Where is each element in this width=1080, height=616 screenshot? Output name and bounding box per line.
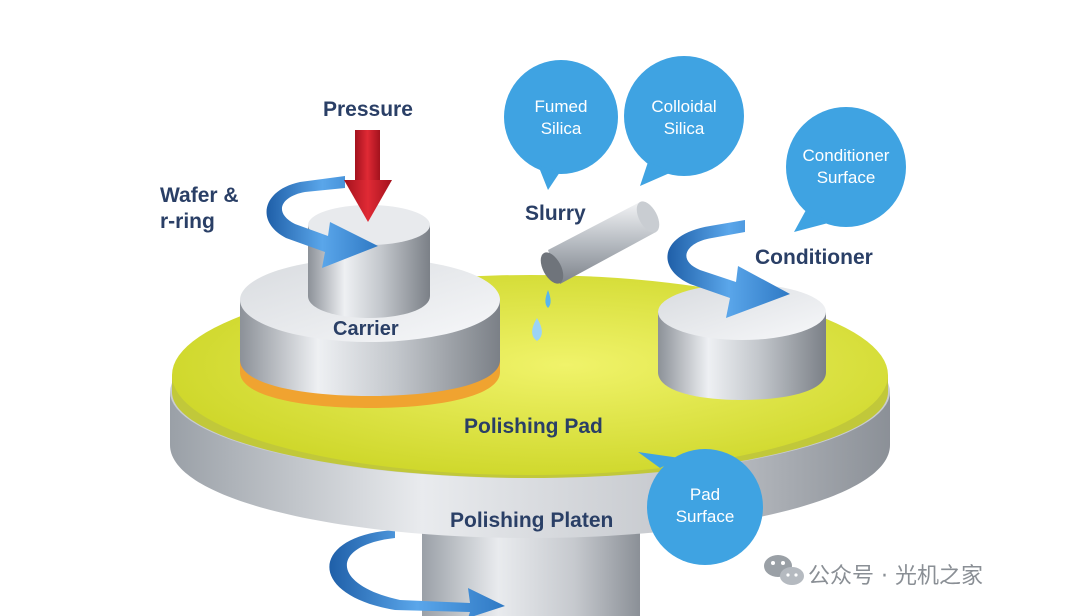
fumed-silica-text: Fumed Silica [511, 96, 611, 140]
slurry-drops-icon [532, 290, 551, 341]
bubble-conditioner-surface [786, 107, 906, 232]
fumed-silica-line2: Silica [540, 119, 582, 138]
carrier-label: Carrier [333, 318, 399, 340]
colloidal-silica-line2: Silica [663, 119, 705, 138]
pressure-label: Pressure [323, 98, 413, 121]
wafer-ring-label-line1: Wafer & [160, 184, 239, 207]
slurry-label: Slurry [525, 202, 586, 225]
pad-surface-line2: Surface [675, 507, 735, 526]
conditioner-surface-text: Conditioner Surface [791, 145, 901, 189]
colloidal-silica-line1: Colloidal [651, 97, 717, 116]
slurry-pipe [540, 201, 660, 284]
pressure-arrow-icon [344, 130, 392, 222]
colloidal-silica-text: Colloidal Silica [634, 96, 734, 140]
polishing-pad-label: Polishing Pad [464, 415, 603, 438]
bubble-colloidal-silica [624, 56, 744, 186]
polishing-platen-label: Polishing Platen [450, 509, 614, 532]
wechat-icon [764, 555, 804, 585]
conditioner-rotation-arrow-icon [667, 220, 790, 318]
conditioner-label: Conditioner [755, 246, 873, 269]
wafer-ring-label-line2: r-ring [160, 210, 215, 233]
watermark-text: 公众号 · 光机之家 [808, 564, 983, 589]
bubble-pad-surface [638, 449, 763, 565]
conditioner-surface-line2: Surface [816, 168, 876, 187]
conditioner-surface-line1: Conditioner [802, 146, 890, 165]
pad-surface-line1: Pad [689, 485, 721, 504]
platen-rotation-arrow-icon [329, 530, 505, 616]
wafer-rotation-arrow-icon [266, 176, 378, 268]
bubble-fumed-silica [504, 60, 618, 190]
fumed-silica-line1: Fumed [534, 97, 588, 116]
pad-surface-text: Pad Surface [655, 484, 755, 528]
